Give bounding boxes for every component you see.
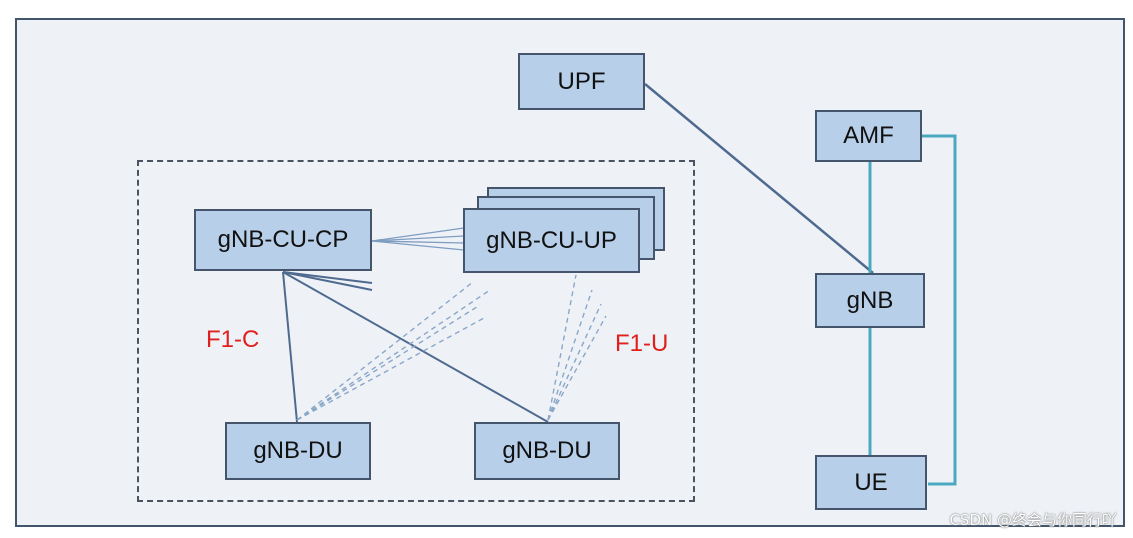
link-f1c-du-right	[282, 271, 549, 423]
f1u-label: F1-U	[615, 330, 669, 357]
ue-node: UE	[815, 455, 927, 510]
link-f1u-right-3	[547, 303, 602, 421]
watermark: CSDN @终会与你同行吖	[949, 511, 1117, 529]
gnb-du-right-node: gNB-DU	[474, 422, 620, 480]
f1c-label: F1-C	[206, 326, 260, 353]
amf-node: AMF	[815, 110, 922, 162]
split-gnb-group	[137, 160, 695, 502]
link-f1u-left-3	[296, 304, 481, 421]
link-cucp-cuup-2	[371, 235, 465, 242]
link-cucp-cuup-4	[371, 240, 465, 251]
link-amf-ue	[922, 134, 957, 486]
link-f1u-right-4	[547, 315, 607, 421]
link-cucp-cuup-3	[371, 240, 465, 244]
upf-node: UPF	[518, 53, 645, 110]
link-f1u-right-2	[547, 289, 593, 421]
gnb-cu-up-node: gNB-CU-UP	[463, 208, 640, 273]
link-cucp-cuup-1	[371, 227, 465, 242]
link-f1c-stub-2	[282, 271, 373, 291]
link-f1u-left-2	[296, 289, 491, 421]
link-f1u-left-1	[296, 281, 474, 421]
link-upf-gnb	[644, 83, 874, 274]
gnb-node: gNB	[815, 273, 925, 328]
gnb-du-left-node: gNB-DU	[225, 422, 371, 480]
link-f1c-stub-1	[282, 271, 373, 284]
link-f1c-du-left	[282, 271, 298, 423]
link-f1u-right-1	[547, 274, 577, 421]
gnb-cu-cp-node: gNB-CU-CP	[194, 209, 372, 271]
